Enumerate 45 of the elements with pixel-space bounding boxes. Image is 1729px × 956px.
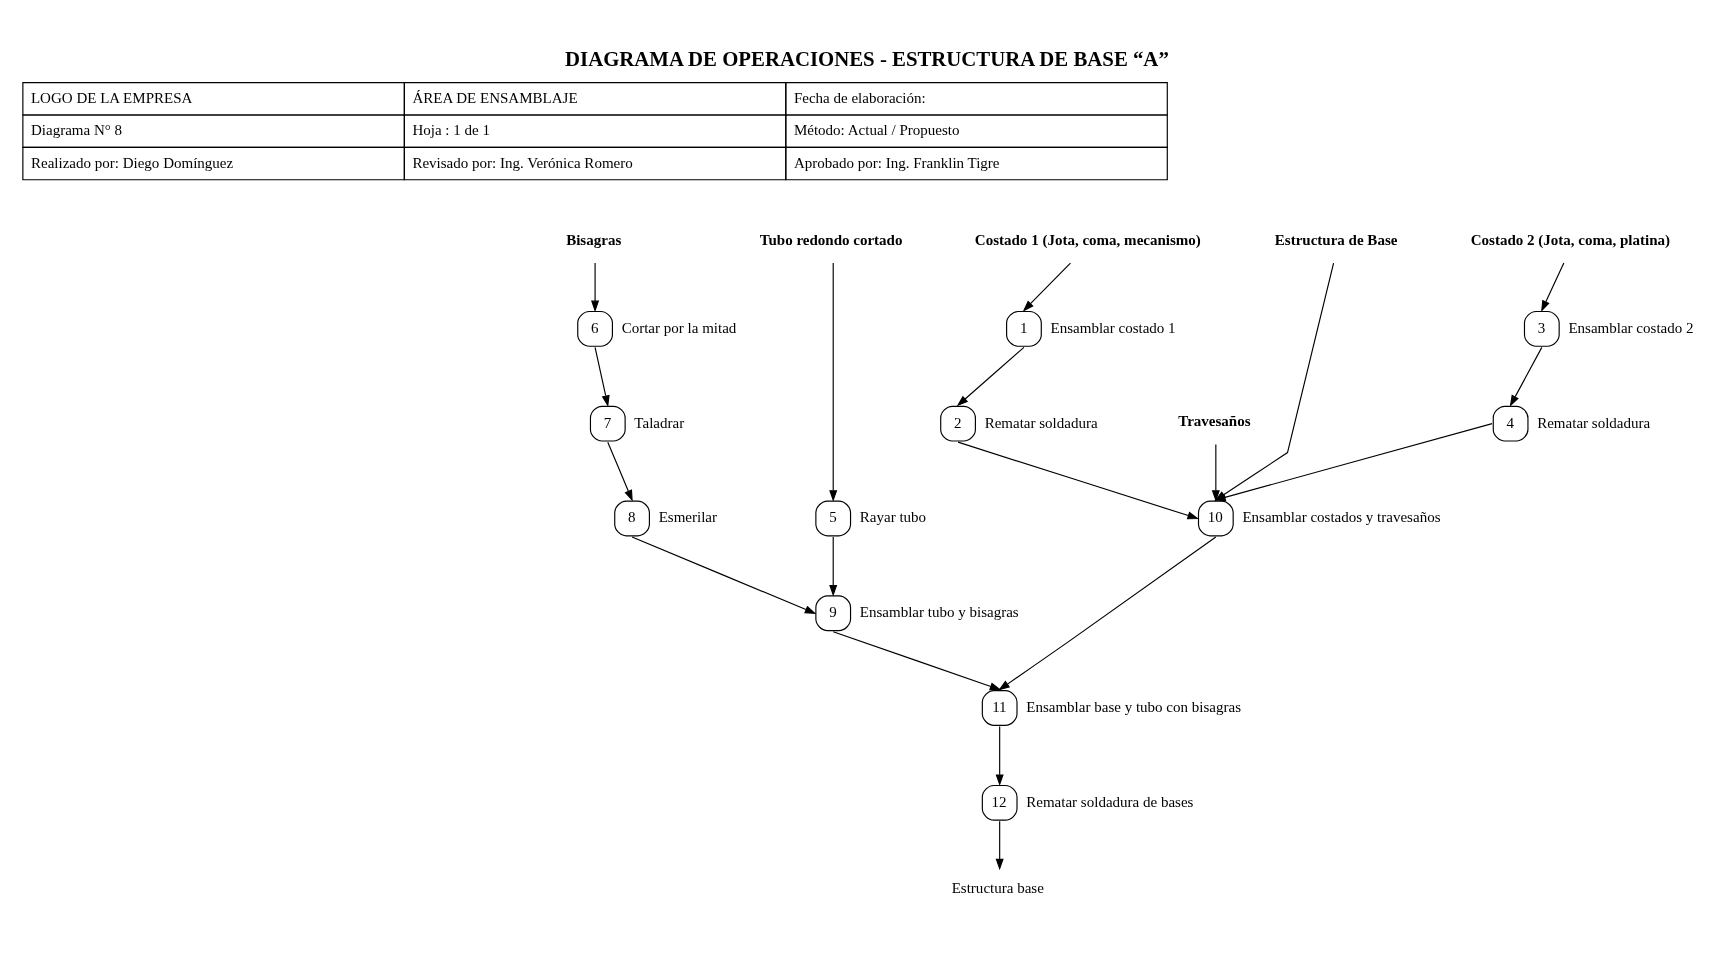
arrow bbox=[995, 820, 1004, 871]
node-text: Tubo redondo cortado bbox=[759, 231, 902, 248]
label: Realizado por: Diego Domínguez bbox=[30, 154, 233, 171]
arrow bbox=[828, 536, 837, 597]
arrow bbox=[828, 262, 837, 502]
node-label: Ensamblar costado 2 bbox=[1567, 319, 1694, 336]
node-label: Rematar soldadura bbox=[1536, 414, 1650, 431]
arrow bbox=[606, 441, 633, 502]
arrow bbox=[1211, 444, 1220, 502]
node-label: Cortar por la mitad bbox=[621, 319, 736, 336]
label: LOGO DE LA EMPRESA bbox=[30, 89, 192, 106]
arrow bbox=[832, 631, 1001, 691]
arrow bbox=[956, 441, 1199, 520]
node-label: Ensamblar base y tubo con bisagras bbox=[1025, 698, 1241, 715]
node-text: Costado 2 (Jota, coma, platina) bbox=[1470, 231, 1670, 248]
node-text: Costado 1 (Jota, coma, mecanismo) bbox=[974, 231, 1201, 248]
label: Revisado por: Ing. Verónica Romero bbox=[411, 154, 633, 171]
arrow bbox=[1540, 262, 1564, 312]
node-label: Rematar soldadura de bases bbox=[1025, 793, 1193, 810]
arrow bbox=[1022, 262, 1071, 312]
label: ÁREA DE ENSAMBLAJE bbox=[411, 89, 578, 106]
diagram-title: DIAGRAMA DE OPERACIONES - ESTRUCTURA DE BASE “A” bbox=[564, 46, 1169, 70]
label: Aprobado por: Ing. Franklin Tigre bbox=[793, 154, 1000, 171]
node-label: Rematar soldadura bbox=[984, 414, 1098, 431]
arrow bbox=[997, 536, 1216, 691]
arrow bbox=[1509, 346, 1542, 407]
arrow bbox=[631, 536, 816, 614]
node-text: Estructura de Base bbox=[1274, 231, 1397, 248]
arrow bbox=[590, 262, 599, 313]
node-label: Ensamblar tubo y bisagras bbox=[859, 604, 1019, 621]
label: Diagrama N° 8 bbox=[30, 122, 122, 139]
arrow bbox=[594, 346, 610, 407]
label: Método: Actual / Propuesto bbox=[793, 122, 959, 139]
node-label: Ensamblar costados y travesaños bbox=[1241, 509, 1440, 526]
node-text: Travesaños bbox=[1177, 413, 1251, 430]
node-label: Esmerilar bbox=[658, 509, 717, 526]
node-text: Estructura base bbox=[951, 880, 1044, 897]
node-label: Ensamblar costado 1 bbox=[1050, 319, 1176, 336]
arrow bbox=[956, 346, 1025, 407]
arrow bbox=[995, 725, 1004, 787]
label: Fecha de elaboración: bbox=[793, 89, 926, 106]
node-text: Bisagras bbox=[565, 231, 621, 248]
node-label: Taladrar bbox=[633, 414, 684, 431]
node-label: Rayar tubo bbox=[859, 509, 926, 526]
label: Hoja : 1 de 1 bbox=[411, 122, 490, 139]
